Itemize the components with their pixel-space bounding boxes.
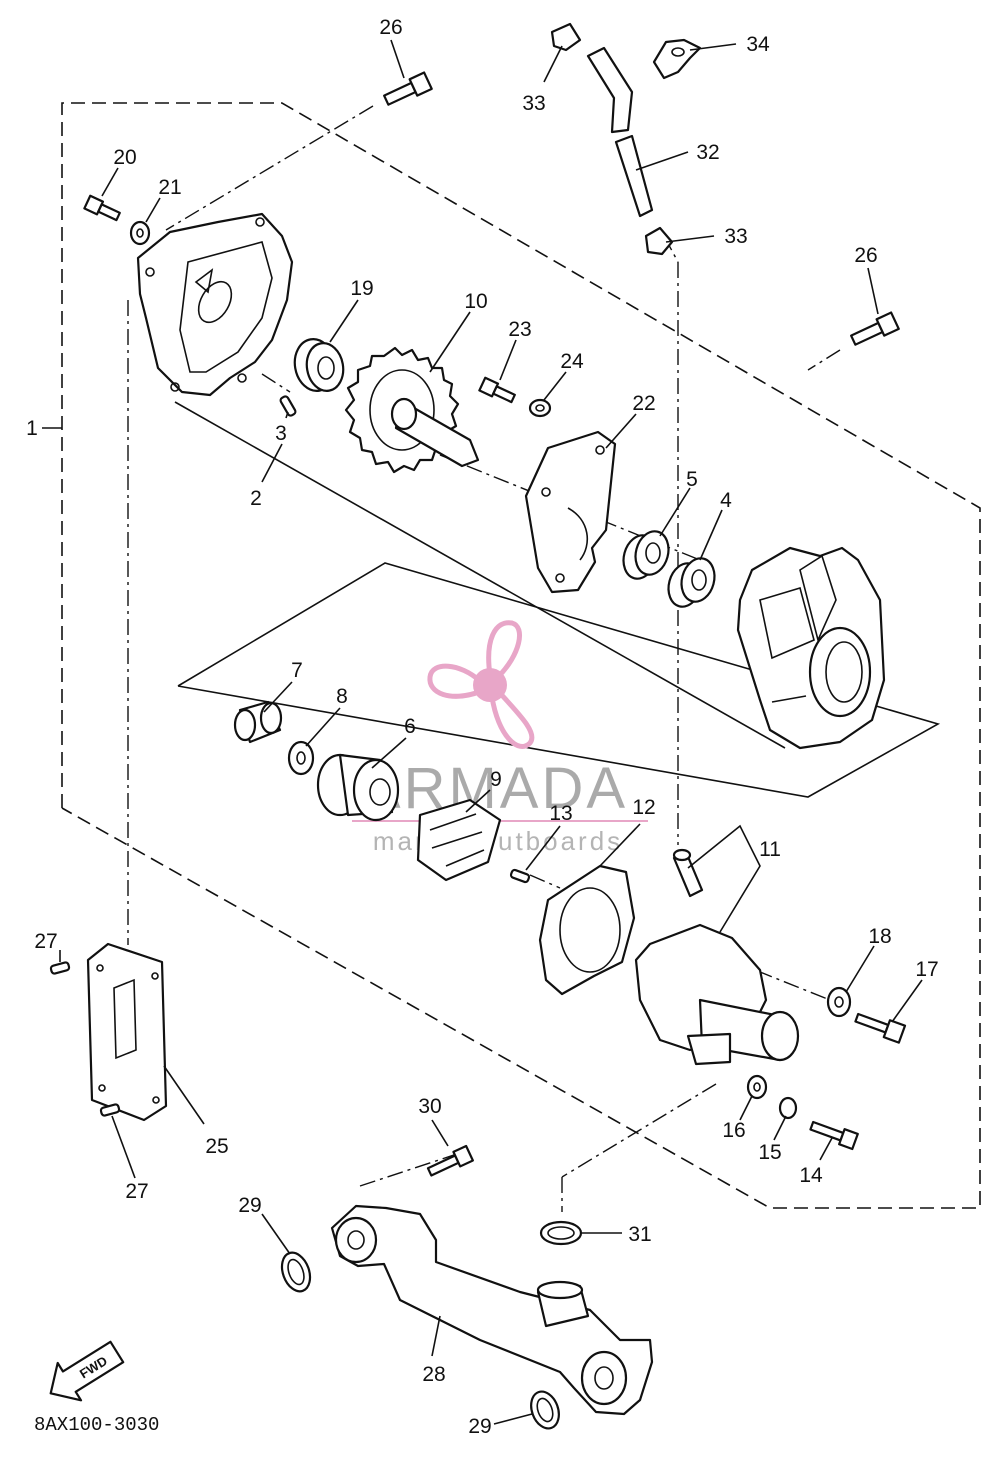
drawing-code: 8AX100-3030 xyxy=(34,1414,159,1436)
part-2-housing-cover xyxy=(136,212,294,397)
armada-watermark: ARMADA marine outboards xyxy=(352,620,648,856)
part-10-gear-shaft xyxy=(344,346,480,474)
callout-2: 2 xyxy=(250,487,262,510)
callout-7: 7 xyxy=(291,659,303,682)
part-23-screw xyxy=(478,376,516,404)
callout-13: 13 xyxy=(549,802,572,825)
callout-numbers: 26 20 21 19 10 23 24 22 3 2 5 4 26 33 34… xyxy=(26,16,939,1438)
callout-8: 8 xyxy=(336,685,348,708)
callout-26-top: 26 xyxy=(379,16,402,39)
callout-1: 1 xyxy=(26,417,38,440)
part-20-bolt xyxy=(83,194,121,222)
part-27-pin-top xyxy=(49,961,71,975)
callout-31: 31 xyxy=(628,1223,651,1246)
callout-30: 30 xyxy=(418,1095,441,1118)
callout-10: 10 xyxy=(464,290,487,313)
part-15-washer xyxy=(778,1096,798,1120)
callout-4: 4 xyxy=(720,489,732,512)
part-25-gasket xyxy=(86,942,168,1122)
part-28-water-pipe xyxy=(330,1204,654,1416)
watermark-brand: ARMADA xyxy=(362,756,628,821)
leader-lines xyxy=(42,39,923,1425)
callout-15: 15 xyxy=(758,1141,781,1164)
callout-5: 5 xyxy=(686,468,698,491)
assembly-boundary xyxy=(61,102,981,1209)
part-4-bearing xyxy=(667,557,716,608)
part-5-seal xyxy=(622,530,670,580)
part-26-bolt-top xyxy=(383,71,433,106)
callout-12: 12 xyxy=(632,796,655,819)
part-32-hose xyxy=(586,46,654,218)
part-9-impeller xyxy=(416,798,502,882)
part-30-bolt xyxy=(426,1144,474,1177)
part-29-o-ring-lower xyxy=(530,1390,560,1430)
callout-9: 9 xyxy=(490,768,502,791)
propeller-logo xyxy=(427,620,535,749)
callout-16: 16 xyxy=(722,1119,745,1142)
callout-17: 17 xyxy=(915,958,938,981)
fwd-arrow-icon: FWD xyxy=(49,1340,125,1402)
callout-3: 3 xyxy=(275,422,287,445)
part-14-bolt xyxy=(809,1120,859,1151)
part-31-o-ring xyxy=(539,1220,583,1246)
part-29-o-ring-upper xyxy=(280,1251,312,1293)
callout-34: 34 xyxy=(746,33,770,56)
subassembly-boundary xyxy=(177,562,941,798)
callout-33-top: 33 xyxy=(522,92,545,115)
part-33-clamp-bottom xyxy=(644,226,674,256)
part-6-seal-assembly xyxy=(316,753,400,822)
part-16-washer xyxy=(746,1074,768,1100)
callout-21: 21 xyxy=(158,176,181,199)
callout-20: 20 xyxy=(113,146,136,169)
part-13-pin xyxy=(509,868,531,884)
part-1-pump-housing xyxy=(736,546,886,750)
part-11-pump-cover xyxy=(634,848,800,1066)
callout-27-bottom: 27 xyxy=(125,1180,148,1203)
callout-19: 19 xyxy=(350,277,373,300)
part-22-plate xyxy=(524,430,617,594)
callout-14: 14 xyxy=(799,1164,823,1187)
part-34-clamp xyxy=(652,38,702,80)
callout-24: 24 xyxy=(560,350,584,373)
callout-33-bottom: 33 xyxy=(724,225,747,248)
callout-11: 11 xyxy=(759,838,781,861)
part-24-washer xyxy=(528,398,552,418)
callout-29-upper: 29 xyxy=(238,1194,261,1217)
callout-32: 32 xyxy=(696,141,719,164)
part-21-washer xyxy=(129,220,151,246)
callout-23: 23 xyxy=(508,318,531,341)
part-7-sleeve xyxy=(233,700,283,744)
part-17-bolt xyxy=(854,1012,907,1044)
callout-6: 6 xyxy=(404,715,416,738)
callout-18: 18 xyxy=(868,925,891,948)
callout-27-top: 27 xyxy=(34,930,57,953)
part-33-clamp-top xyxy=(550,22,582,52)
callout-25: 25 xyxy=(205,1135,228,1158)
part-8-washer xyxy=(287,740,315,776)
part-27-pin-bottom xyxy=(99,1103,121,1117)
part-26-bolt-right xyxy=(850,311,900,346)
callout-26-right: 26 xyxy=(854,244,877,267)
part-18-washer xyxy=(826,986,852,1018)
part-12-gasket xyxy=(538,864,636,996)
part-19-bearing xyxy=(293,338,345,392)
callout-29-lower: 29 xyxy=(468,1415,491,1438)
part-3-pin xyxy=(279,395,297,417)
callout-22: 22 xyxy=(632,392,655,415)
callout-28: 28 xyxy=(422,1363,445,1386)
